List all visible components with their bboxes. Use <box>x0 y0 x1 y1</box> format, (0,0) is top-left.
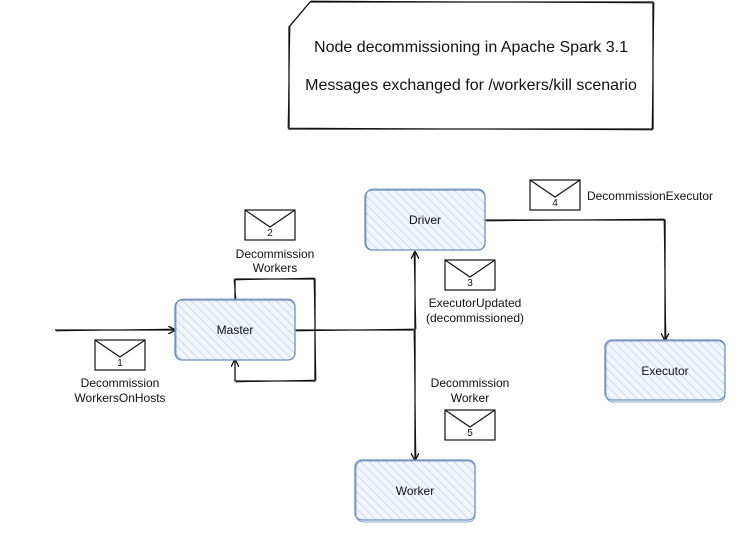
node-executor[interactable] <box>604 339 726 403</box>
message-5-label-line1: Decommission <box>431 376 510 390</box>
envelope-1-icon <box>94 339 146 371</box>
envelope-3-number: 3 <box>467 278 473 289</box>
envelope-4-icon <box>529 179 581 211</box>
envelope-5-number: 5 <box>467 428 473 439</box>
message-2-label-line1: Decommission <box>236 247 315 261</box>
master-label: Master <box>217 323 254 337</box>
message-3-label-line1: ExecutorUpdated <box>429 296 522 310</box>
node-master[interactable] <box>174 298 296 361</box>
envelope-1-number: 1 <box>117 358 123 369</box>
driver-label: Driver <box>409 213 441 227</box>
envelope-2-icon <box>244 209 296 241</box>
node-driver[interactable] <box>364 188 486 251</box>
worker-label: Worker <box>396 484 434 498</box>
message-1-label-line1: Decommission <box>81 376 160 390</box>
message-4-label-line1: DecommissionExecutor <box>587 189 713 203</box>
executor-label: Executor <box>641 364 688 378</box>
page-subtitle: Messages exchanged for /workers/kill sce… <box>305 77 637 94</box>
connectors <box>55 218 666 460</box>
envelope-2-number: 2 <box>267 228 273 239</box>
envelope-3-icon <box>444 259 496 291</box>
message-3-label-line2: (decommissioned) <box>426 311 524 325</box>
node-worker[interactable] <box>354 459 476 523</box>
message-5-label-line2: Worker <box>451 391 489 405</box>
message-2-label-line2: Workers <box>253 261 297 275</box>
page-title: Node decommissioning in Apache Spark 3.1 <box>314 39 628 56</box>
envelope-5-icon <box>444 409 496 441</box>
message-1-label-line2: WorkersOnHosts <box>74 391 165 405</box>
envelope-4-number: 4 <box>552 198 558 209</box>
title-note-box <box>288 1 654 130</box>
